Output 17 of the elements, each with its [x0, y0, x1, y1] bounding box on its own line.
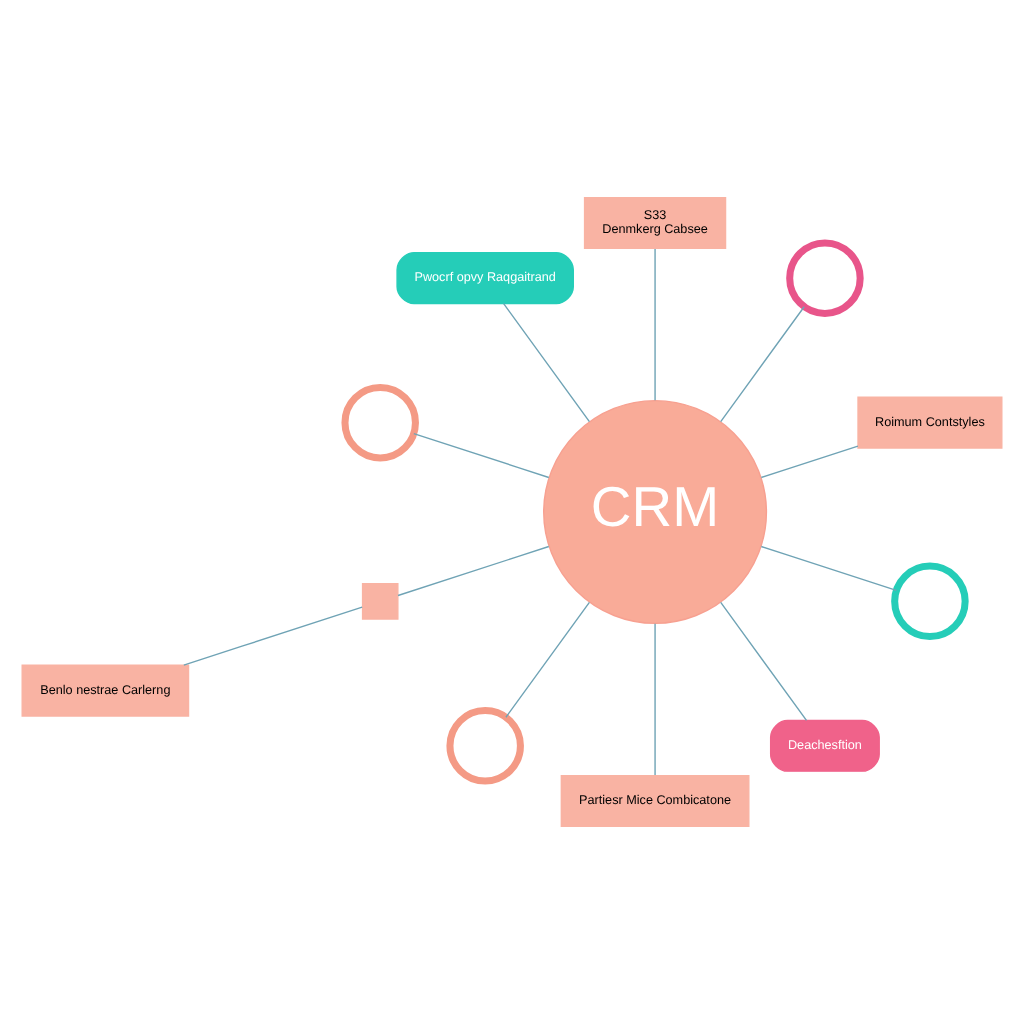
node-box: [361, 582, 399, 620]
connector: [720, 601, 808, 722]
connector: [760, 545, 898, 592]
connector: [760, 445, 859, 479]
connector: [654, 623, 656, 776]
connector: [505, 601, 591, 718]
node-circle: [341, 383, 419, 462]
node-circle: [891, 562, 969, 641]
connector: [502, 302, 591, 423]
node-circle: [786, 239, 864, 317]
node-circle: [446, 707, 524, 785]
node-circle: CRM: [543, 399, 768, 625]
connector: [183, 606, 363, 666]
connector: [397, 545, 550, 597]
connector: [413, 432, 550, 479]
connector: [720, 306, 805, 423]
connector: [654, 248, 656, 401]
